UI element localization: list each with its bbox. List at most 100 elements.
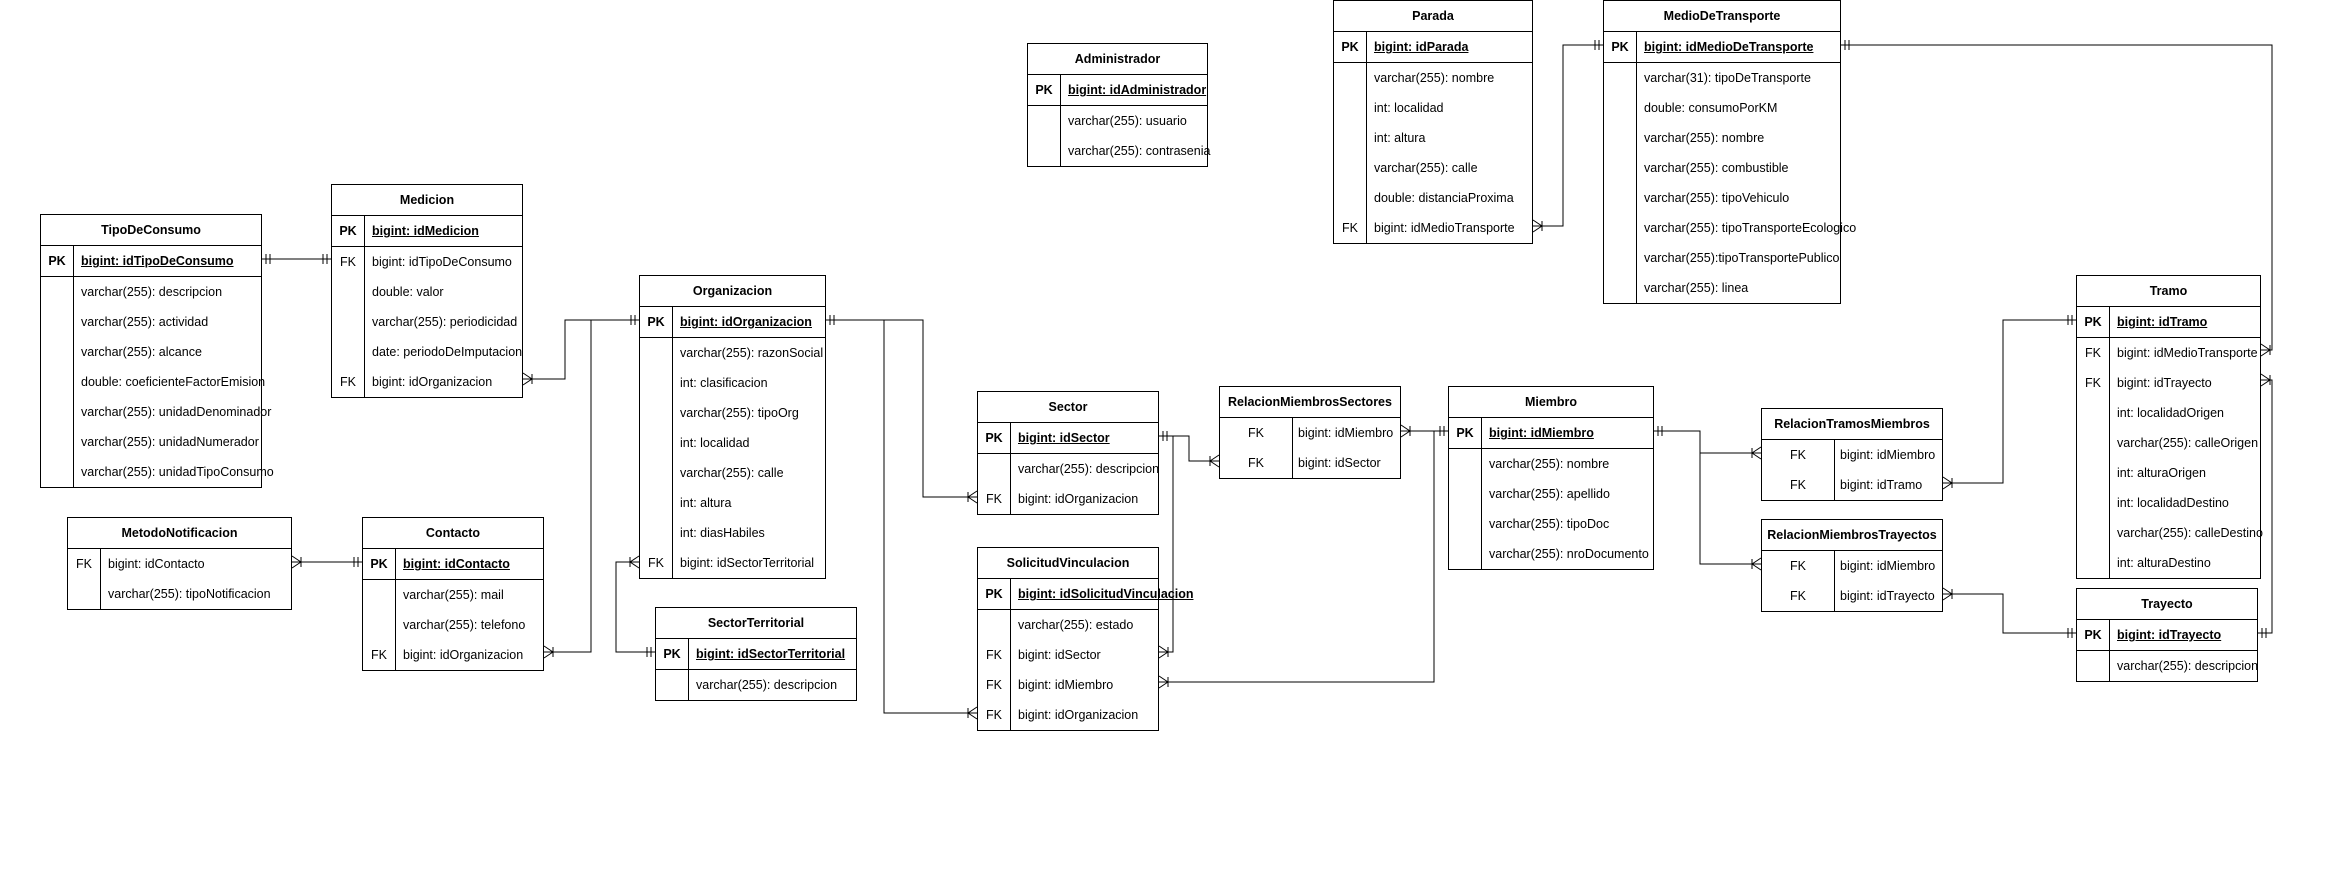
cardinality-mark	[291, 555, 302, 563]
relationship-line	[1533, 44, 1603, 227]
attribute-text: varchar(255): alcance	[81, 345, 202, 359]
attribute-row: varchar(255): calle	[640, 458, 825, 488]
attribute-row: int: altura	[640, 488, 825, 518]
attribute-text: varchar(255): calleDestino	[2117, 526, 2263, 540]
attribute-text: bigint: idAdministrador	[1068, 83, 1207, 97]
attribute-row: varchar(255): calle	[1334, 153, 1532, 183]
key-marker: PK	[985, 587, 1003, 601]
attribute-text: int: localidadOrigen	[2117, 406, 2225, 420]
attribute-row: varchar(255): razonSocial	[640, 338, 825, 368]
attribute-text: varchar(255): linea	[1644, 281, 1749, 295]
cardinality-mark	[1942, 593, 1953, 601]
attribute-text: varchar(255): mail	[403, 588, 504, 602]
attribute-row: varchar(255): usuario	[1028, 106, 1207, 136]
entity-title: Miembro	[1449, 387, 1653, 418]
attribute-text: double: distanciaProxima	[1374, 191, 1514, 205]
key-marker: PK	[370, 557, 388, 571]
cardinality-mark	[629, 561, 640, 569]
attribute-text: bigint: idContacto	[403, 557, 510, 571]
cardinality-mark	[522, 372, 533, 380]
attribute-row: FK bigint: idTipoDeConsumo	[332, 247, 522, 277]
cardinality-mark	[543, 645, 554, 653]
attribute-text: bigint: idMiembro	[1489, 426, 1594, 440]
attribute-row: varchar(255): nroDocumento	[1449, 539, 1653, 569]
attribute-text: varchar(255): razonSocial	[680, 346, 824, 360]
attribute-text: varchar(255): periodicidad	[372, 315, 518, 329]
attribute-row: double: coeficienteFactorEmision	[41, 367, 265, 397]
attribute-text: varchar(255): tipoVehiculo	[1644, 191, 1790, 205]
entity-title: MedioDeTransporte	[1604, 1, 1840, 32]
attribute-text: bigint: idTipoDeConsumo	[372, 255, 512, 269]
entity-title: SolicitudVinculacion	[978, 548, 1158, 579]
attribute-text: bigint: idMedioTransporte	[2117, 346, 2258, 360]
attribute-row: varchar(255): apellido	[1449, 479, 1653, 509]
key-marker: FK	[986, 708, 1002, 722]
attribute-text: varchar(255): unidadNumerador	[81, 435, 259, 449]
attribute-row: int: localidadDestino	[2077, 488, 2260, 518]
cardinality-mark	[1751, 563, 1762, 571]
attribute-text: int: localidad	[680, 436, 750, 450]
attribute-row: varchar(255): unidadTipoConsumo	[41, 457, 274, 487]
relationship-line	[1699, 453, 1761, 565]
attribute-row: varchar(255): descripcion	[656, 670, 856, 700]
key-marker: PK	[1341, 40, 1359, 54]
key-column-divider	[1010, 423, 1011, 514]
key-column-divider	[1481, 418, 1482, 569]
key-marker: FK	[76, 557, 92, 571]
attribute-row: int: altura	[1334, 123, 1532, 153]
entity-title: Medicion	[332, 185, 522, 216]
key-column-divider	[364, 216, 365, 397]
attribute-text: int: alturaOrigen	[2117, 466, 2206, 480]
key-marker: FK	[340, 255, 356, 269]
attribute-text: varchar(255): tipoDoc	[1489, 517, 1610, 531]
attribute-text: varchar(255): actividad	[81, 315, 209, 329]
attribute-row: int: localidad	[640, 428, 825, 458]
cardinality-mark	[1209, 460, 1220, 468]
attribute-text: varchar(255): tipoOrg	[680, 406, 799, 420]
cardinality-mark	[2260, 373, 2271, 381]
attribute-text: bigint: idContacto	[108, 557, 205, 571]
attribute-text: int: altura	[680, 496, 732, 510]
entity-title: TipoDeConsumo	[41, 215, 261, 246]
entity-title: SectorTerritorial	[656, 608, 856, 639]
entity-title: Sector	[978, 392, 1158, 423]
attribute-row: varchar(31): tipoDeTransporte	[1604, 63, 1840, 93]
key-marker: FK	[2085, 376, 2101, 390]
attribute-text: varchar(255): descripcion	[81, 285, 223, 299]
attribute-row: varchar(255): contrasenia	[1028, 136, 1210, 166]
key-column-divider	[2109, 307, 2110, 578]
attribute-text: bigint: idMiembro	[1840, 448, 1936, 462]
key-column-divider	[395, 549, 396, 670]
attribute-row: varchar(255): tipoNotificacion	[68, 579, 291, 609]
cardinality-mark	[629, 555, 640, 563]
key-column-divider	[1834, 551, 1835, 611]
relationship-line	[826, 319, 977, 498]
